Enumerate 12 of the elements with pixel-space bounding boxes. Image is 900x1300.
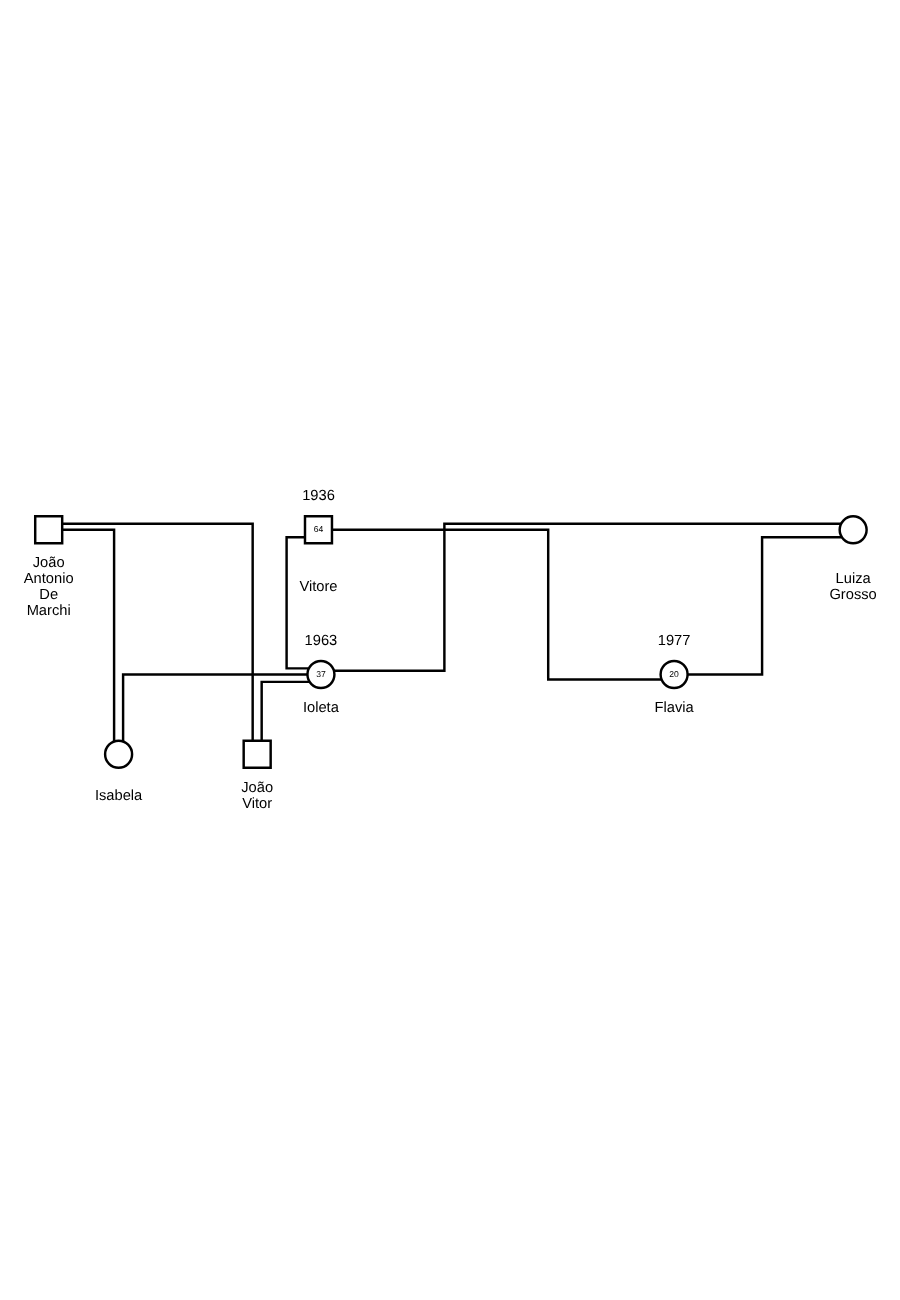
node-circle — [838, 515, 868, 545]
connector — [62, 522, 254, 741]
connector — [285, 535, 309, 670]
connector — [260, 680, 310, 741]
connector — [121, 673, 308, 742]
connector — [334, 522, 841, 673]
node-box — [34, 515, 64, 545]
connector — [332, 528, 662, 681]
node-box — [242, 739, 272, 769]
connector — [62, 528, 116, 742]
node-circle — [103, 739, 134, 769]
connector — [687, 535, 842, 676]
